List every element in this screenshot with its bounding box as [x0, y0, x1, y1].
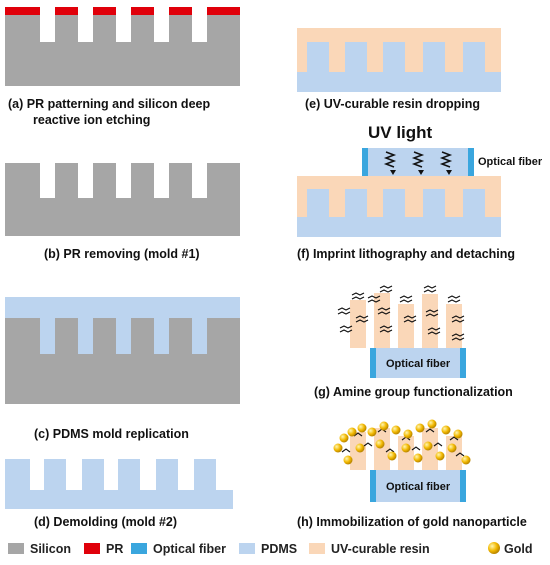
legend: Silicon PR Optical fiber PDMS UV-curable…	[8, 542, 532, 556]
step-a-caption-line2: reactive ion etching	[33, 113, 150, 127]
fiber-cladding-right	[468, 148, 474, 176]
step-a-figure	[5, 7, 240, 86]
optical-fiber-h	[370, 470, 466, 502]
optical-fiber-label-f: Optical fiber	[478, 156, 543, 168]
step-e-caption: (e) UV-curable resin dropping	[305, 97, 480, 111]
step-e-figure	[297, 28, 501, 92]
step-b-caption: (b) PR removing (mold #1)	[44, 247, 200, 261]
gold-sphere-icon	[488, 542, 500, 554]
pdms-mold-f	[297, 189, 501, 237]
step-h-figure: Optical fiber	[333, 419, 471, 502]
optical-fiber-label-g: Optical fiber	[386, 358, 451, 370]
fiber-cladding-right-h	[460, 470, 466, 502]
pdms-cast-layer	[5, 297, 240, 354]
step-f-figure: Optical fiber	[297, 148, 543, 237]
legend-label-silicon: Silicon	[30, 542, 71, 556]
fiber-cladding-right-g	[460, 348, 466, 378]
step-a-caption-line1: (a) PR patterning and silicon deep	[8, 97, 210, 111]
legend-swatch-optical-fiber	[131, 543, 147, 554]
legend-label-pr: PR	[106, 542, 123, 556]
legend-swatch-pr	[84, 543, 100, 554]
silicon-mold-1	[5, 163, 240, 236]
silicon-mold-under-pdms	[5, 318, 240, 404]
legend-label-optical-fiber: Optical fiber	[153, 542, 226, 556]
step-f-caption: (f) Imprint lithography and detaching	[297, 247, 515, 261]
step-c-caption: (c) PDMS mold replication	[34, 427, 189, 441]
step-g-figure: Optical fiber	[337, 285, 466, 378]
legend-swatch-pdms	[239, 543, 255, 554]
step-g-caption: (g) Amine group functionalization	[314, 385, 513, 399]
uv-arrow-icons	[390, 170, 452, 175]
optical-fiber-g	[370, 348, 466, 378]
legend-swatch-resin	[309, 543, 325, 554]
photoresist-layer	[5, 7, 240, 15]
uv-wave-icon	[383, 151, 453, 168]
silicon-etched-a	[5, 15, 240, 86]
pdms-mold-e	[297, 42, 501, 92]
optical-fiber-label-h: Optical fiber	[386, 481, 451, 493]
gold-nanoparticle-icons	[333, 419, 471, 465]
legend-label-gold: Gold	[504, 542, 532, 556]
fiber-cladding-left-h	[370, 470, 376, 502]
fiber-cladding-left-g	[370, 348, 376, 378]
fiber-cladding-left	[362, 148, 368, 176]
legend-label-pdms: PDMS	[261, 542, 297, 556]
amine-group-icons	[337, 285, 465, 341]
pdms-mold-2	[5, 459, 233, 509]
legend-swatch-silicon	[8, 543, 24, 554]
legend-label-resin: UV-curable resin	[331, 542, 430, 556]
uv-light-label: UV light	[368, 123, 433, 142]
step-h-caption: (h) Immobilization of gold nanoparticle	[297, 515, 527, 529]
step-d-caption: (d) Demolding (mold #2)	[34, 515, 177, 529]
step-c-figure	[5, 297, 240, 404]
